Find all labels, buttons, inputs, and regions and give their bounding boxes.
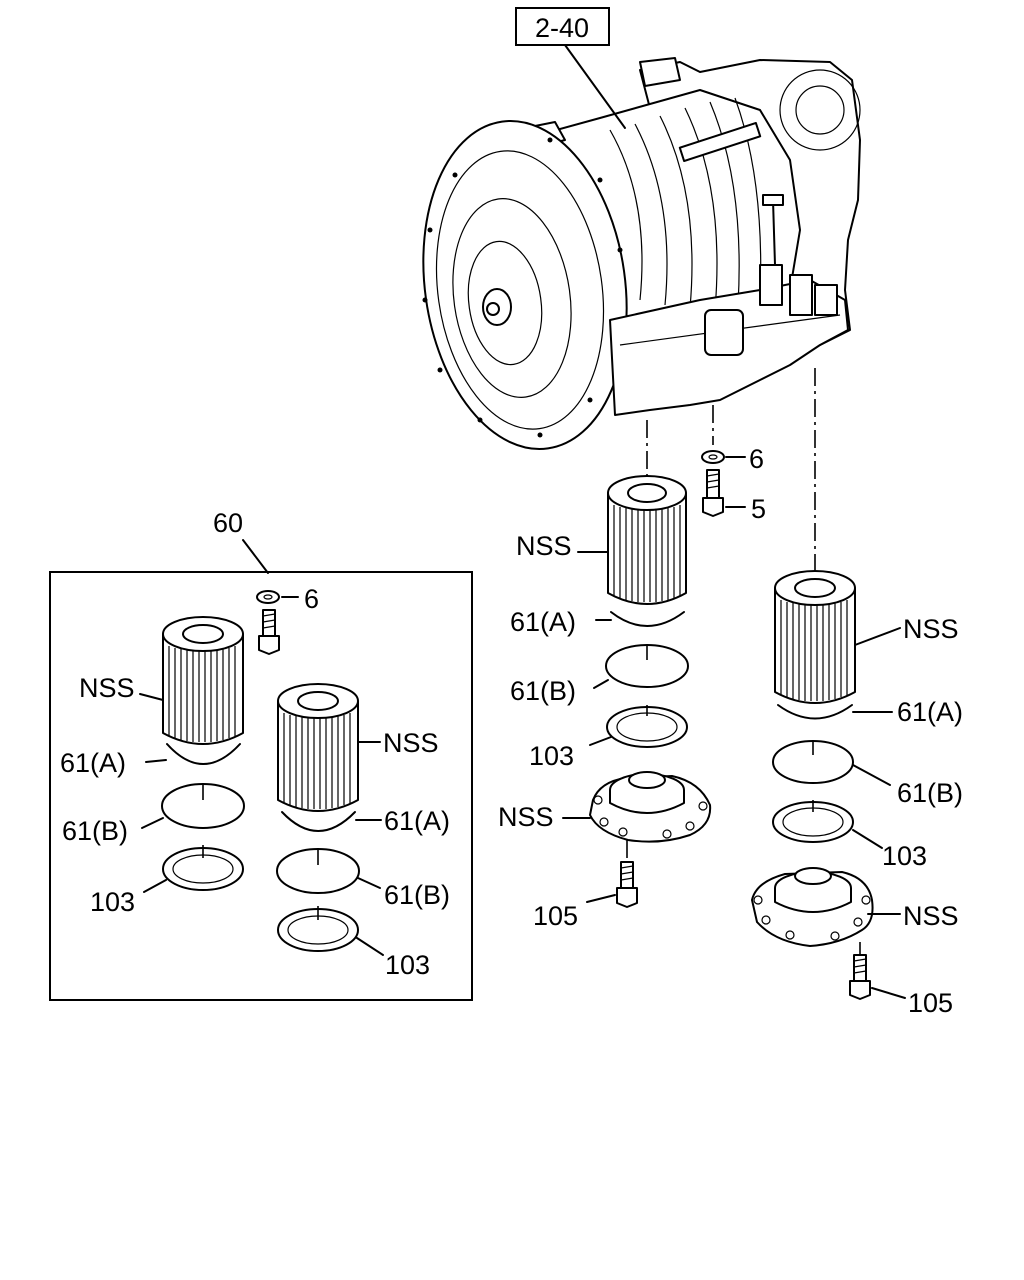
label-seal-103: 103 bbox=[882, 841, 927, 871]
cover-bolt-105: 105 bbox=[533, 861, 638, 931]
kit-oring-61a-1: 61(A) bbox=[60, 743, 241, 778]
label-seal-103: 103 bbox=[90, 887, 135, 917]
seal-103: 103 bbox=[772, 800, 927, 871]
reference-callout: 2-40 bbox=[515, 7, 626, 129]
label-kit-60: 60 bbox=[213, 508, 243, 538]
label-oring-61b: 61(B) bbox=[897, 778, 963, 808]
kit-oring-61b-2: 61(B) bbox=[276, 848, 450, 910]
label-washer-6: 6 bbox=[749, 444, 764, 474]
oring-61a: 61(A) bbox=[510, 607, 685, 637]
filter-element: NSS bbox=[774, 570, 959, 704]
kit-seal-103-2: 103 bbox=[277, 906, 430, 980]
label-bolt-5: 5 bbox=[751, 494, 766, 524]
washer-6: 6 bbox=[256, 584, 319, 614]
label-oring-61a: 61(A) bbox=[384, 806, 450, 836]
bolt bbox=[258, 609, 280, 655]
label-oring-61a: 61(A) bbox=[897, 697, 963, 727]
label-filter-nss: NSS bbox=[516, 531, 572, 561]
oring-61b: 61(B) bbox=[510, 644, 689, 706]
label-washer-6: 6 bbox=[304, 584, 319, 614]
kit-filter-element-2: NSS bbox=[277, 683, 439, 812]
bolt-5: 5 bbox=[702, 469, 766, 524]
label-bolt-105: 105 bbox=[533, 901, 578, 931]
kit-oring-61b-1: 61(B) bbox=[62, 783, 245, 846]
transmission-assembly bbox=[422, 57, 861, 450]
label-oring-61b: 61(B) bbox=[510, 676, 576, 706]
kit-oring-61a-2: 61(A) bbox=[281, 806, 450, 836]
kit-seal-103-1: 103 bbox=[90, 845, 244, 917]
kit-filter-element-1: NSS bbox=[79, 616, 244, 745]
label-filter-nss: NSS bbox=[79, 673, 135, 703]
seal-103: 103 bbox=[529, 705, 688, 771]
label-cover-nss: NSS bbox=[903, 901, 959, 931]
cover-bolt-105: 105 bbox=[849, 954, 953, 1018]
cover: NSS bbox=[751, 867, 959, 947]
oring-61b: 61(B) bbox=[772, 740, 963, 808]
oring-61a: 61(A) bbox=[777, 697, 963, 727]
filter-kit-60: 60 6 bbox=[49, 508, 473, 1001]
reference-label: 2-40 bbox=[535, 13, 589, 43]
label-seal-103: 103 bbox=[385, 950, 430, 980]
label-oring-61a: 61(A) bbox=[510, 607, 576, 637]
cover: NSS bbox=[498, 771, 712, 843]
label-seal-103: 103 bbox=[529, 741, 574, 771]
label-bolt-105: 105 bbox=[908, 988, 953, 1018]
filter-element: NSS bbox=[516, 475, 687, 605]
label-oring-61a: 61(A) bbox=[60, 748, 126, 778]
right-filter-stack: NSS 61(A) 61(B) 103 bbox=[751, 570, 963, 1018]
label-filter-nss: NSS bbox=[383, 728, 439, 758]
left-filter-stack: 6 5 NSS bbox=[498, 444, 766, 931]
label-filter-nss: NSS bbox=[903, 614, 959, 644]
label-oring-61b: 61(B) bbox=[62, 816, 128, 846]
label-oring-61b: 61(B) bbox=[384, 880, 450, 910]
washer-6: 6 bbox=[701, 444, 764, 474]
label-cover-nss: NSS bbox=[498, 802, 554, 832]
